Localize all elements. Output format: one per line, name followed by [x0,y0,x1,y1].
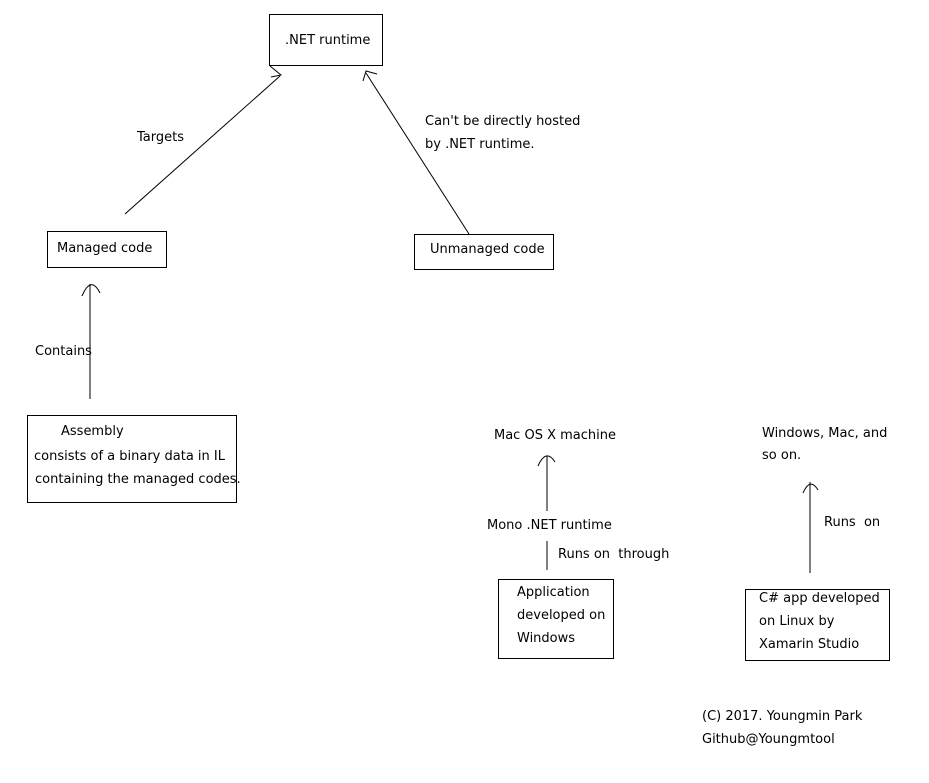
copyright-text: (C) 2017. Youngmin Park [702,709,863,724]
runs-on-through-label: Runs on through [558,547,670,562]
csharp-app-line-1: C# app developed [759,591,880,606]
assembly-box: Assembly consists of a binary data in IL… [27,415,241,503]
managed-code-label: Managed code [57,241,153,256]
windows-mac-line-2: so on. [762,448,802,463]
assembly-line-1: consists of a binary data in IL [34,449,225,464]
mac-arrowhead [537,455,556,467]
application-line-3: Windows [517,631,576,646]
windows-mac-line-1: Windows, Mac, and [762,426,888,441]
mac-machine-label: Mac OS X machine [494,428,616,443]
csharp-app-line-2: on Linux by [759,614,835,629]
cant-hosted-line-1: Can't be directly hosted [425,114,581,129]
unmanaged-arrowhead [362,70,378,82]
runs-on-label: Runs on [824,515,881,530]
mono-runtime-label: Mono .NET runtime [487,518,612,533]
unmanaged-arrow [365,72,470,235]
assembly-line-2: containing the managed codes. [35,472,241,487]
github-text: Github@Youngmtool [702,732,835,747]
assembly-title: Assembly [61,424,124,439]
targets-arrowhead [269,65,283,78]
contains-label: Contains [35,344,92,359]
unmanaged-code-label: Unmanaged code [430,242,545,257]
application-line-1: Application [517,585,590,600]
runs-on-arrowhead [802,483,819,494]
targets-label: Targets [137,130,184,145]
net-runtime-box: .NET runtime [269,14,383,66]
net-runtime-label: .NET runtime [285,33,371,48]
targets-arrow [124,75,281,215]
contains-arrowhead [81,284,101,297]
csharp-app-box: C# app developed on Linux by Xamarin Stu… [745,589,890,661]
csharp-app-line-3: Xamarin Studio [759,637,860,652]
application-box: Application developed on Windows [498,579,614,659]
cant-hosted-line-2: by .NET runtime. [425,137,535,152]
unmanaged-code-box: Unmanaged code [414,234,554,270]
managed-code-box: Managed code [47,231,167,268]
application-line-2: developed on [517,608,606,623]
